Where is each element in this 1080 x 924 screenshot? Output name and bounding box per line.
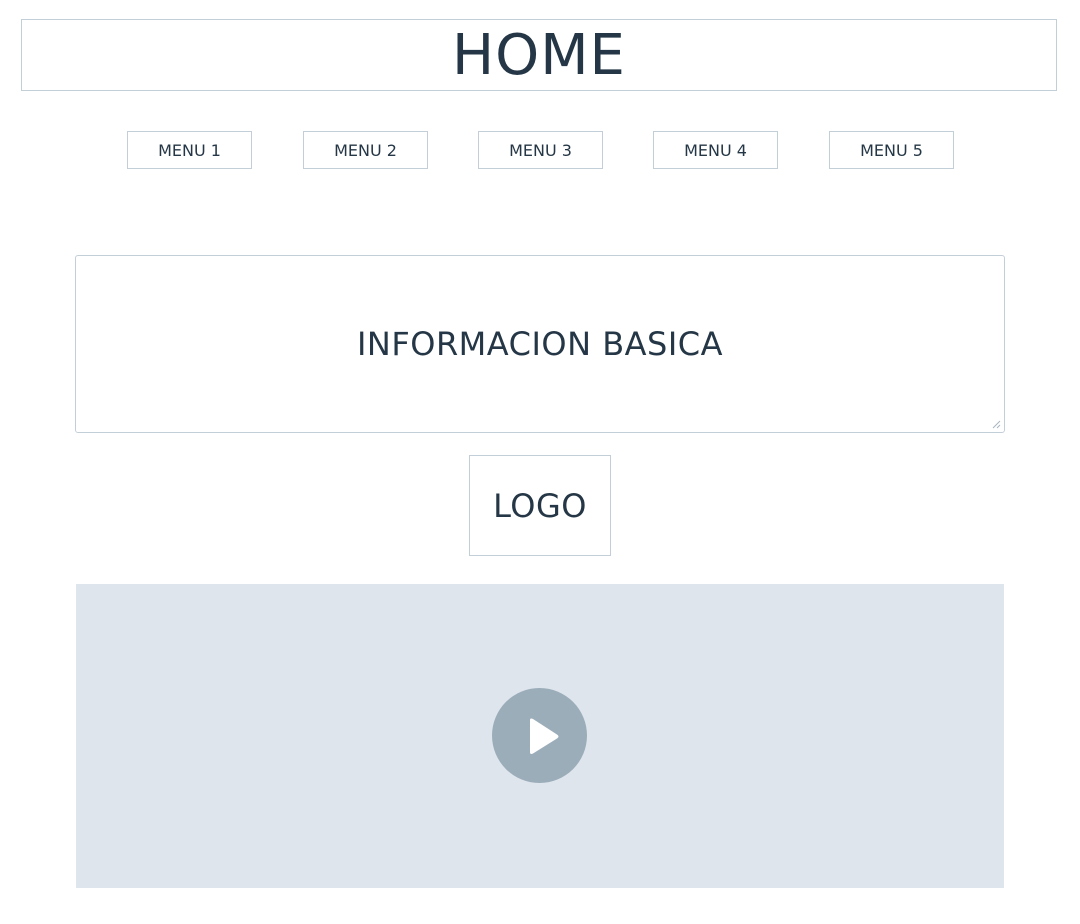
logo-text: LOGO [493,486,587,525]
menu-button-3[interactable]: MENU 3 [478,131,603,169]
play-icon [530,718,559,754]
page-title-box: HOME [21,19,1057,91]
menu-button-2[interactable]: MENU 2 [303,131,428,169]
menu-button-1[interactable]: MENU 1 [127,131,252,169]
play-button[interactable] [492,688,587,783]
menu-button-4[interactable]: MENU 4 [653,131,778,169]
resize-handle-icon[interactable] [992,420,1001,429]
page-title: HOME [452,23,626,88]
basic-info-textarea[interactable]: INFORMACION BASICA [75,255,1005,433]
menu-button-5[interactable]: MENU 5 [829,131,954,169]
logo: LOGO [469,455,611,556]
video-player[interactable] [76,584,1004,888]
basic-info-text: INFORMACION BASICA [356,325,724,363]
